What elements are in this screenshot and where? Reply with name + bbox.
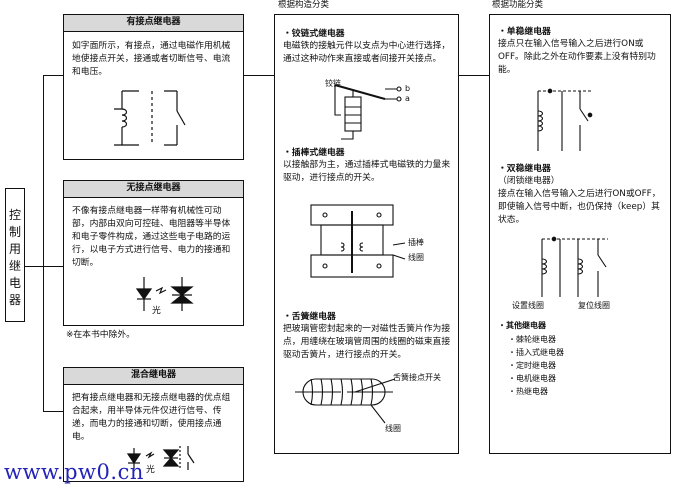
contactless-relay-diagram [135, 277, 194, 311]
light-label: 光 [152, 306, 161, 316]
hinge-relay-title: ・铰链式继电器 [283, 29, 345, 39]
connector [244, 75, 274, 76]
monostable-relay-text: 接点只在输入信号输入之后进行ON或OFF。除此之外在动作要素上没有特别功能。 [498, 39, 656, 75]
reed-relay-text: 把玻璃管密封起来的一对磁性舌簧片作为接点，用缠绕在玻璃管周围的线圈的磁束直接驱动… [283, 324, 451, 360]
hinge-label: 铰链 [325, 79, 341, 88]
hybrid-relay-title: 混合继电器 [64, 368, 243, 385]
connector [459, 75, 489, 76]
bistable-relay-diagram [541, 236, 608, 297]
other-relay-item: ・定时继电器 [508, 361, 556, 370]
bistable-relay-text: 接点在输入信号输入之后进行ON或OFF，即使输入信号中断，也仍保持（keep）其… [498, 189, 661, 225]
structure-header: 根据构造分类 [278, 0, 330, 10]
label-char: 器 [8, 293, 21, 307]
connector [25, 266, 43, 267]
structure-box: ・铰链式继电器 电磁铁的接触元件以支点为中心进行选择，通过这种动作来直接或者间接… [274, 14, 459, 454]
hybrid-relay-text: 把有接点继电器和无接点继电器的优点组合起来，用半导体元件仅进行信号、传递，而电力… [72, 393, 231, 442]
watermark-text: www.pw0.cn [4, 460, 144, 484]
monostable-relay-title: ・单稳继电器 [498, 27, 551, 37]
reed-relay-diagram [295, 378, 396, 424]
hinge-relay-text: 电磁铁的接触元件以支点为中心进行选择，通过这种动作来直接或者间接开关接点。 [283, 41, 451, 64]
plunger-relay-diagram [310, 204, 406, 278]
contact-relay-box: 有接点继电器 如字面所示，有接点，通过电磁作用机械地使接点开关，接通或者切断信号… [63, 14, 244, 160]
contactless-relay-text: 不像有接点继电器一样带有机械性可动部，内部由双向可控硅、电阻器等半导体和电子零件… [72, 206, 231, 268]
reed-contact-label: 舌簧接点开关 [393, 373, 441, 382]
reset-coil-label: 复位线圈 [578, 301, 610, 310]
bistable-relay-subtitle: （闭锁继电器） [498, 176, 560, 186]
contact-a-label: a [405, 94, 410, 103]
reed-relay-title: ・舌簧继电器 [283, 312, 336, 322]
contact-relay-title: 有接点继电器 [64, 15, 243, 32]
other-relays-title: ・其他继电器 [498, 321, 546, 330]
plunger-label: 插棒 [408, 238, 424, 247]
connector [43, 75, 63, 76]
hybrid-relay-diagram [126, 446, 195, 470]
hybrid-relay-box: 混合继电器 把有接点继电器和无接点继电器的优点组合起来，用半导体元件仅进行信号、… [63, 367, 244, 482]
connector [43, 75, 44, 411]
plunger-relay-text: 以接触部为主，通过插棒式电磁铁的力量来驱动，进行接点的开关。 [283, 160, 451, 183]
label-char: 电 [8, 276, 21, 290]
connector [43, 266, 63, 267]
label-char: 继 [8, 259, 21, 273]
function-box: ・单稳继电器 接点只在输入信号输入之后进行ON或OFF。除此之外在动作要素上没有… [489, 14, 671, 454]
other-relay-item: ・热继电器 [508, 387, 548, 396]
coil-label: 线圈 [408, 253, 424, 262]
reed-coil-label: 线圈 [385, 424, 401, 433]
bistable-relay-title: ・双稳继电器 [498, 164, 551, 174]
set-coil-label: 设置线圈 [512, 301, 544, 310]
contactless-relay-title: 无接点继电器 [64, 181, 243, 198]
function-header: 根据功能分类 [492, 0, 544, 10]
light-label: 光 [146, 465, 155, 475]
other-relay-item: ・棘轮继电器 [508, 335, 556, 344]
contact-b-label: b [405, 84, 411, 93]
label-char: 用 [8, 242, 21, 256]
plunger-relay-title: ・插棒式继电器 [283, 148, 345, 158]
contact-relay-text: 如字面所示，有接点，通过电磁作用机械地使接点开关，接通或者切断信号、电流和电压。 [72, 41, 231, 77]
label-char: 制 [8, 225, 21, 239]
other-relay-item: ・插入式继电器 [508, 348, 564, 357]
contact-relay-diagram [114, 90, 186, 146]
footnote: ※在本书中除外。 [66, 330, 135, 340]
other-relay-item: ・电机继电器 [508, 374, 556, 383]
monostable-relay-diagram [537, 88, 593, 151]
contactless-relay-box: 无接点继电器 不像有接点继电器一样带有机械性可动部，内部由双向可控硅、电阻器等半… [63, 180, 244, 326]
connector [43, 411, 63, 412]
label-char: 控 [8, 208, 21, 222]
control-relay-label: 控 制 用 继 电 器 [5, 188, 25, 322]
hinge-relay-diagram [334, 84, 402, 140]
